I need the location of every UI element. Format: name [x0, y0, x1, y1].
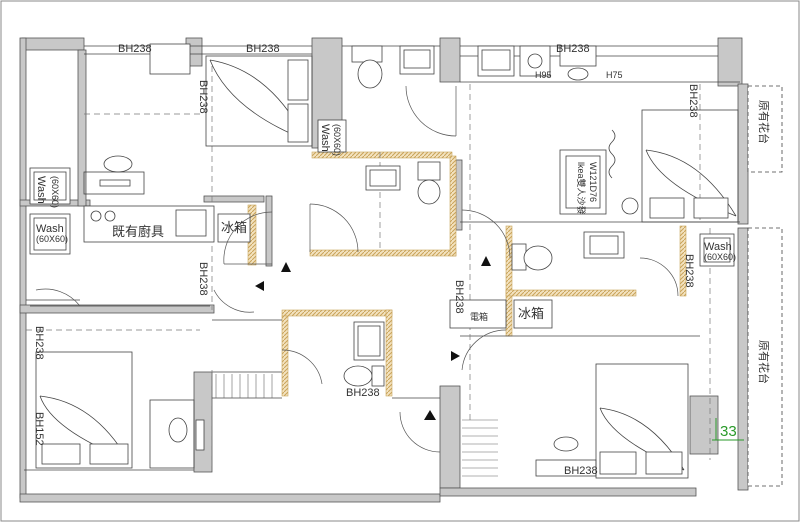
- label-fridge-2: 冰箱: [518, 306, 544, 321]
- label-window-planter-2: 原有花台: [757, 340, 771, 384]
- label-window-planter-1: 原有花台: [757, 100, 771, 144]
- label-sofa-size: W121D76: [588, 162, 598, 202]
- arrow-up-icon: [281, 262, 291, 272]
- kitchen-top-right: [477, 45, 597, 81]
- door-swings: [35, 85, 679, 453]
- label-bh238-top-2: BH238: [246, 43, 280, 55]
- label-wash-4: Wash: [704, 241, 732, 253]
- label-bh238-vert-5: BH238: [453, 280, 465, 314]
- desk-top-left: [83, 43, 191, 195]
- arrow-left-icon: [255, 281, 264, 291]
- thin-lines: [24, 45, 740, 471]
- window-planters: [747, 85, 783, 487]
- label-bh238-top-3: BH238: [556, 43, 590, 55]
- label-wash-3: Wash: [319, 124, 331, 152]
- label-bh238-vert-1: BH238: [197, 80, 209, 114]
- walls: [19, 37, 749, 503]
- label-sofa: lkea雙人沙發: [576, 162, 587, 215]
- closet-bottom-right: [462, 419, 498, 477]
- label-h95: H95: [535, 70, 552, 80]
- label-wash-1-size: (60X60): [50, 176, 60, 208]
- label-wash-3-size: (60X60): [332, 124, 342, 156]
- label-h75: H75: [606, 70, 623, 80]
- label-wash-4-size: (60X60): [704, 252, 736, 262]
- label-fridge-small: 電箱: [470, 311, 488, 322]
- label-wash-2: Wash: [36, 223, 64, 235]
- bathroom-middle: [343, 321, 385, 387]
- existing-kitchen: [83, 205, 251, 243]
- arrow-up-icon: [424, 410, 436, 420]
- bathroom-right: [449, 231, 735, 329]
- label-bh238-vert-4: BH238: [683, 254, 695, 288]
- label-bh238-top-1: BH238: [118, 43, 152, 55]
- bathroom-upper: [317, 45, 441, 205]
- sofa: [559, 129, 639, 215]
- label-fridge-1: 冰箱: [221, 220, 247, 235]
- label-bh238-bottom: BH238: [564, 465, 598, 477]
- label-wash-2-size: (60X60): [36, 234, 68, 244]
- washer-1: [29, 167, 71, 205]
- arrow-up-icon: [481, 256, 491, 266]
- arrow-right-icon: [451, 351, 460, 361]
- label-bh238-vert-2: BH238: [197, 262, 209, 296]
- washer-2: [29, 213, 71, 255]
- bed-bottom-right: [535, 363, 689, 479]
- dimension-mark: [712, 418, 744, 441]
- label-bh238-vert-6: BH238: [33, 326, 45, 360]
- bed-bottom-left: [35, 351, 205, 469]
- label-bh238-mid: BH238: [346, 387, 380, 399]
- label-bh238-vert-3: BH238: [687, 84, 699, 118]
- label-existing-kitchen: 既有廚具: [112, 224, 164, 239]
- bed-top-left: [205, 55, 313, 147]
- bed-top-right: [641, 109, 739, 223]
- arrows: [255, 256, 491, 420]
- label-wash-1: Wash: [35, 176, 47, 204]
- label-bh152-vert: BH152: [33, 412, 45, 446]
- closet-bottom-left: [215, 374, 273, 398]
- dashed-lines: [26, 66, 711, 470]
- label-dimension: 33: [720, 423, 737, 440]
- hatched-walls: [247, 151, 687, 397]
